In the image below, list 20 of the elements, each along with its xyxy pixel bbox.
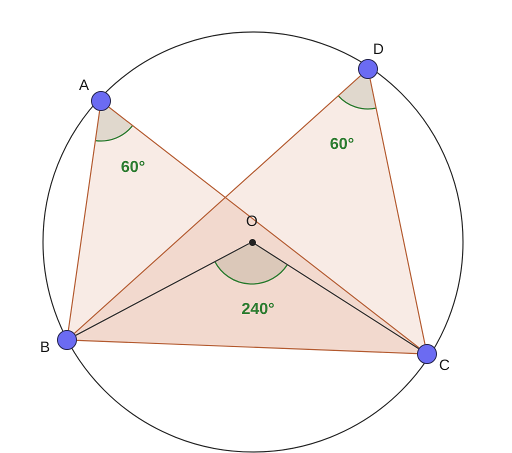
angle-label: 240° — [241, 302, 275, 318]
point — [417, 344, 437, 364]
line-segment — [369, 78, 426, 344]
line-segment — [108, 106, 420, 348]
line-segment — [76, 340, 418, 354]
angle-label: 60° — [330, 137, 354, 153]
line-segment — [74, 75, 361, 334]
point-label: A — [79, 78, 90, 93]
point-label: B — [40, 340, 50, 355]
point — [358, 59, 378, 79]
line-segment — [254, 243, 419, 350]
point-label: D — [373, 42, 384, 57]
point — [91, 91, 111, 111]
point-label: C — [439, 358, 450, 373]
point — [248, 238, 256, 246]
line-segment — [76, 243, 250, 336]
point-label: O — [246, 214, 258, 229]
line-segment — [68, 110, 100, 330]
angle-label: 60° — [120, 160, 146, 176]
point — [57, 330, 77, 350]
